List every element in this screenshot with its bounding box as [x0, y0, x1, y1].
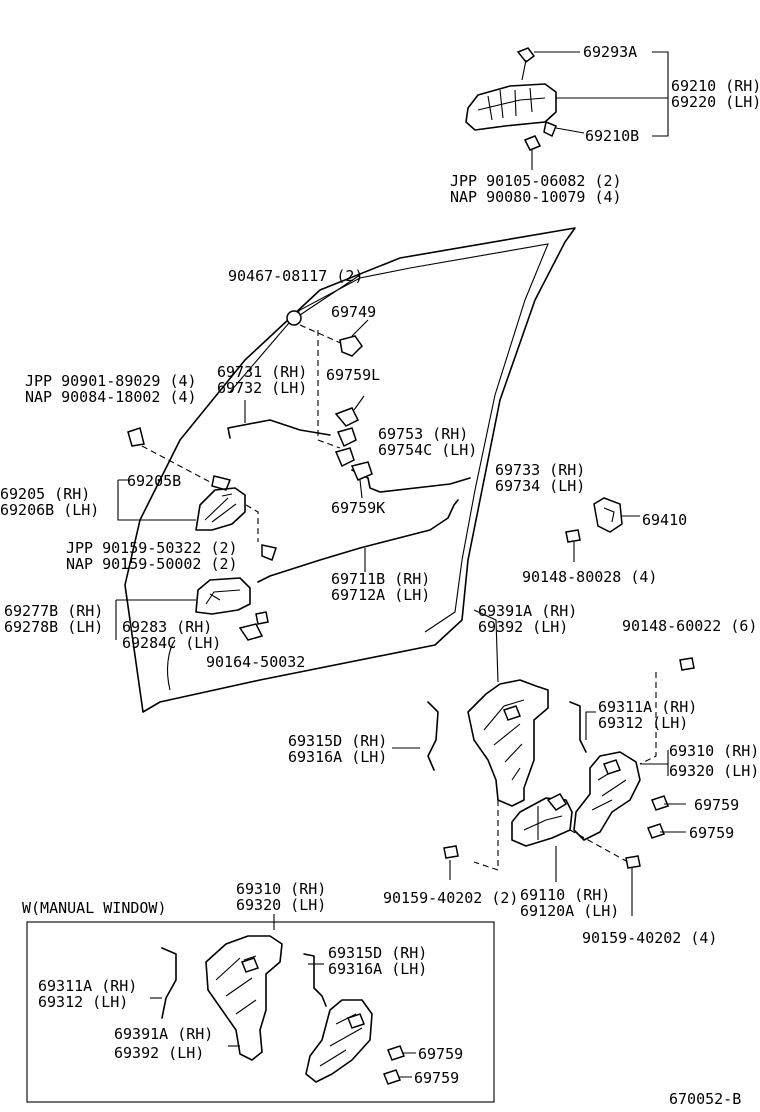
callout-69210: 69210 (RH) — [671, 77, 760, 95]
callout-69320: 69320 (LH) — [669, 762, 759, 780]
callout-69732: 69732 (LH) — [217, 379, 307, 397]
callout-69392: 69392 (LH) — [478, 618, 568, 636]
lock-rods-and-clips — [227, 274, 471, 583]
callout-69312: 69312 (LH) — [598, 714, 688, 732]
callout-69712A: 69712A (LH) — [331, 586, 430, 604]
door-lock-striker — [565, 497, 640, 562]
manual-window-box — [26, 921, 495, 1103]
callout-69754C: 69754C (LH) — [378, 441, 477, 459]
callout-nap-clip: NAP 90084-18002 (4) — [25, 388, 197, 406]
leader-lines-top — [534, 51, 669, 137]
callout-90467: 90467-08117 (2) — [228, 267, 363, 285]
callout-w-69312: 69312 (LH) — [38, 993, 128, 1011]
callout-69311A: 69311A (RH) — [598, 698, 697, 716]
callout-69391A: 69391A (RH) — [478, 602, 577, 620]
callout-w-69316A: 69316A (LH) — [328, 960, 427, 978]
callout-w-69392: 69392 (LH) — [114, 1044, 204, 1062]
callout-69278B: 69278B (LH) — [4, 618, 103, 636]
callout-jpp-clip: JPP 90901-89029 (4) — [25, 372, 197, 390]
callout-90159-40202-4: 90159-40202 (4) — [582, 929, 717, 947]
callout-69759-b: 69759 — [689, 824, 734, 842]
callout-69315D: 69315D (RH) — [288, 732, 387, 750]
callout-90148-60022: 90148-60022 (6) — [622, 617, 757, 635]
callout-69284C: 69284C (LH) — [122, 634, 221, 652]
inside-handle — [127, 427, 277, 641]
callout-w-69310: 69310 (RH) — [236, 880, 326, 898]
outside-door-handle — [465, 47, 557, 170]
callout-69759L: 69759L — [326, 366, 380, 384]
callout-69283: 69283 (RH) — [122, 618, 212, 636]
diagram-code: 670052-B — [669, 1090, 741, 1108]
callout-69205: 69205 (RH) — [0, 485, 90, 503]
callout-w-69759-b: 69759 — [414, 1069, 459, 1087]
callout-jpp-outer-screw: JPP 90105-06082 (2) — [450, 172, 622, 190]
callout-69120A: 69120A (LH) — [520, 902, 619, 920]
callout-69220: 69220 (LH) — [671, 93, 760, 111]
callout-69410: 69410 — [642, 511, 687, 529]
callout-69711B: 69711B (RH) — [331, 570, 430, 588]
leader-lines-lower — [392, 711, 686, 916]
callout-69206B: 69206B (LH) — [0, 501, 99, 519]
callout-nap-inner-screw: NAP 90159-50002 (2) — [66, 555, 238, 573]
callout-w-69320: 69320 (LH) — [236, 896, 326, 914]
callout-69110: 69110 (RH) — [520, 886, 610, 904]
callout-w-69315D: 69315D (RH) — [328, 944, 427, 962]
callout-69731: 69731 (RH) — [217, 363, 307, 381]
callout-69759-a: 69759 — [694, 796, 739, 814]
callout-90148-80028: 90148-80028 (4) — [522, 568, 657, 586]
callout-w-69311A: 69311A (RH) — [38, 977, 137, 995]
callout-69733: 69733 (RH) — [495, 461, 585, 479]
callout-69310: 69310 (RH) — [669, 742, 759, 760]
manual-window-title: W(MANUAL WINDOW) — [22, 899, 167, 917]
callout-jpp-inner-screw: JPP 90159-50322 (2) — [66, 539, 238, 557]
callout-69205B: 69205B — [127, 472, 181, 490]
callout-90159-40202-2: 90159-40202 (2) — [383, 889, 518, 907]
callout-nap-outer-screw: NAP 90080-10079 (4) — [450, 188, 622, 206]
callout-w-69391A: 69391A (RH) — [114, 1025, 213, 1043]
callout-69316A: 69316A (LH) — [288, 748, 387, 766]
callout-69734: 69734 (LH) — [495, 477, 585, 495]
callout-69277B: 69277B (RH) — [4, 602, 103, 620]
leader-lines-left — [115, 479, 196, 640]
callout-w-69759-a: 69759 — [418, 1045, 463, 1063]
callout-69293A: 69293A — [583, 43, 637, 61]
callout-69753: 69753 (RH) — [378, 425, 468, 443]
callout-69210B: 69210B — [585, 127, 639, 145]
callout-69749: 69749 — [331, 303, 376, 321]
manual-window-parts — [150, 914, 416, 1085]
callout-90164: 90164-50032 — [206, 653, 305, 671]
door-lock-assembly — [427, 609, 695, 871]
callout-69759K: 69759K — [331, 499, 385, 517]
